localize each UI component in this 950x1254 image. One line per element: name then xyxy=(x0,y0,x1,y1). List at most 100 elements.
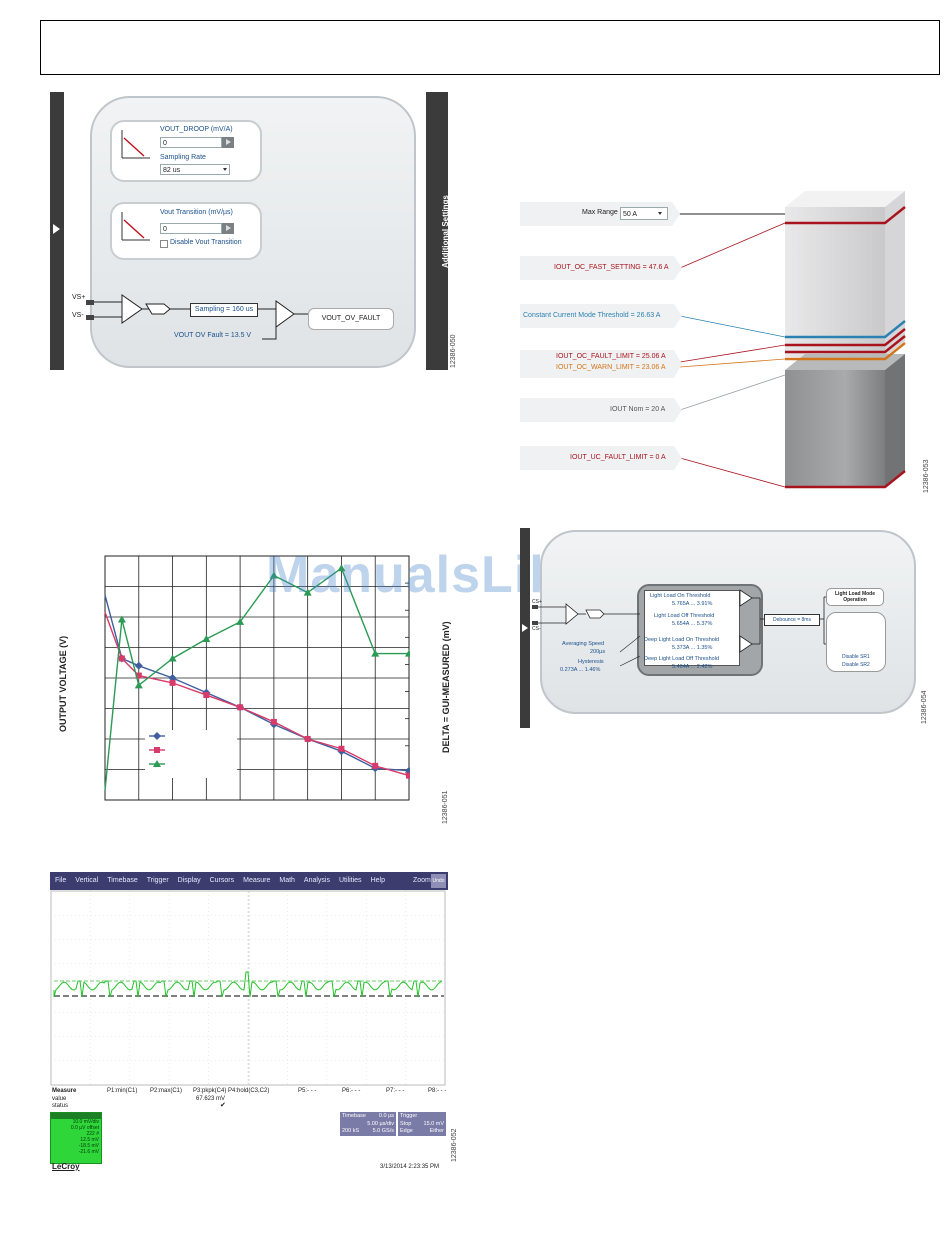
ll-off-value: 5.654A ... 5.37% xyxy=(672,621,713,627)
figure-current-limits: Max Range 50 A IOUT_OC_FAST_SETTING = 47… xyxy=(520,185,940,495)
menu-cursors[interactable]: Cursors xyxy=(209,877,235,884)
nom-flag xyxy=(520,398,682,422)
sampling-box: Sampling = 160 us xyxy=(190,303,258,317)
figure-vout-chart: OUTPUT VOLTAGE (V) DELTA = GUI-MEASURED … xyxy=(50,550,451,830)
menu-timebase[interactable]: Timebase xyxy=(107,877,138,884)
measure-p3[interactable]: P3:pkpk(C4) xyxy=(193,1088,227,1094)
undo-button[interactable]: Undo xyxy=(431,874,446,888)
data-point-square xyxy=(270,718,277,725)
legend-marker xyxy=(153,760,161,767)
droop-label: VOUT_DROOP (mV/A) xyxy=(160,126,233,133)
measure-p2[interactable]: P2:max(C1) xyxy=(150,1088,183,1094)
zoom-button[interactable]: Zoom xyxy=(413,877,431,884)
vs-plus-label: VS+ xyxy=(72,294,86,301)
data-point-square xyxy=(203,692,210,699)
droop-input[interactable]: 0 xyxy=(160,137,222,148)
sampling-rate-label: Sampling Rate xyxy=(160,154,206,161)
menu-file[interactable]: File xyxy=(55,877,67,884)
measure-p8[interactable]: P8:- - - xyxy=(428,1088,447,1094)
data-point-triangle xyxy=(168,654,177,662)
fast-setting-label: IOUT_OC_FAST_SETTING = 47.6 A xyxy=(554,264,669,271)
timebase-delay: 0.0 µs xyxy=(378,1113,394,1119)
dll-off-label: Deep Light Load Off Threshold xyxy=(644,656,720,662)
page-header-box xyxy=(40,20,940,75)
measure-p6[interactable]: P6:- - - xyxy=(342,1088,361,1094)
transition-graph-icon xyxy=(121,212,150,241)
timebase-box[interactable]: Timebase 0.0 µs 5.00 µs/div 200 kS 5.0 G… xyxy=(340,1112,396,1136)
measure-p5[interactable]: P5:- - - xyxy=(298,1088,317,1094)
droop-graph-icon xyxy=(121,130,150,159)
measure-p4[interactable]: P4:hold(C3,C2) xyxy=(228,1088,270,1094)
dll-on-value: 5.373A ... 1.35% xyxy=(672,645,713,651)
channel-line: 12.5 mV xyxy=(80,1137,99,1143)
trigger-level: 15.0 mV xyxy=(423,1121,444,1127)
ov-fault-label: VOUT OV Fault = 13.5 V xyxy=(174,332,252,339)
avg-speed-value: 200µs xyxy=(590,649,606,655)
additional-settings-bar[interactable]: Additional Settings xyxy=(426,92,450,370)
scope-display xyxy=(50,890,446,1086)
left-expand-bar[interactable] xyxy=(520,528,530,728)
check-icon: ✔ xyxy=(220,1102,226,1109)
menu-display[interactable]: Display xyxy=(177,877,201,884)
nom-label: IOUT Nom = 20 A xyxy=(610,406,666,413)
transition-input[interactable]: 0 xyxy=(160,223,222,234)
chevron-down-icon xyxy=(223,168,227,171)
transition-apply-button[interactable] xyxy=(222,223,234,234)
figure-id: 12386-054 xyxy=(921,690,928,724)
vout-signal-chain xyxy=(86,294,308,340)
trigger-box[interactable]: Trigger Stop 15.0 mV Edge Either xyxy=(398,1112,446,1136)
data-point-square xyxy=(338,745,345,752)
timebase-title: Timebase xyxy=(342,1113,366,1119)
data-point-square xyxy=(237,704,244,711)
pkpk-value: 67.623 mV xyxy=(196,1096,226,1102)
data-point-triangle xyxy=(405,649,410,657)
brand-logo: LeCroy xyxy=(52,1162,80,1171)
data-point-square xyxy=(304,736,311,742)
channel-line: 10.0 mV/div xyxy=(72,1119,99,1125)
menu-help[interactable]: Help xyxy=(370,877,385,884)
status-label: status xyxy=(52,1103,69,1109)
data-point-triangle xyxy=(134,681,143,689)
data-point-square xyxy=(406,772,410,779)
menu-math[interactable]: Math xyxy=(279,877,295,884)
measure-label: Measure xyxy=(52,1088,77,1094)
channel-box[interactable]: 10.0 mV/div 0.0 µV offset 222 # 12.5 mV … xyxy=(50,1112,102,1164)
scope-menu-bar: File Vertical Timebase Trigger Display C… xyxy=(50,872,448,890)
channel-line: -21.6 mV xyxy=(78,1149,99,1155)
measure-p1[interactable]: P1:min(C1) xyxy=(107,1088,138,1094)
figure-id: 12386-052 xyxy=(451,1128,458,1162)
debounce-box: Debounce = 8ms xyxy=(764,614,820,626)
figure-id: 12386-051 xyxy=(442,790,449,824)
droop-apply-button[interactable] xyxy=(222,137,234,148)
menu-measure[interactable]: Measure xyxy=(243,877,271,884)
menu-trigger[interactable]: Trigger xyxy=(146,877,169,884)
legend-marker xyxy=(153,732,161,740)
menu-utilities[interactable]: Utilities xyxy=(339,877,362,884)
warn-limit-label: IOUT_OC_WARN_LIMIT = 23.06 A xyxy=(556,364,666,371)
legend-box xyxy=(145,730,237,778)
data-point-triangle xyxy=(236,617,245,625)
max-range-select[interactable]: 50 A xyxy=(620,207,668,220)
menu-vertical[interactable]: Vertical xyxy=(75,877,99,884)
timebase-div: 5.00 µs/div xyxy=(367,1121,394,1127)
sampling-rate-select[interactable]: 82 us xyxy=(160,164,230,175)
disable-transition-checkbox[interactable] xyxy=(160,240,168,248)
channel-line: 0.0 µV offset xyxy=(70,1125,99,1131)
channel-line: -18.5 mV xyxy=(78,1143,99,1149)
ov-fault-box: VOUT_OV_FAULT xyxy=(308,308,394,330)
data-point-triangle xyxy=(371,649,380,657)
disable-sr2-label: Disable SR2 xyxy=(842,662,870,668)
cs-minus-label: CS- xyxy=(532,626,541,632)
left-expand-bar[interactable] xyxy=(50,92,64,370)
play-icon xyxy=(226,139,231,145)
data-point-triangle xyxy=(337,564,346,572)
play-icon xyxy=(226,225,231,231)
uc-fault-label: IOUT_UC_FAULT_LIMIT = 0 A xyxy=(570,454,666,461)
cc-threshold-flag xyxy=(520,304,682,328)
menu-analysis[interactable]: Analysis xyxy=(303,877,330,884)
timestamp: 3/13/2014 2:23:35 PM xyxy=(380,1164,440,1170)
expand-arrow-icon xyxy=(522,624,528,632)
measure-p7[interactable]: P7:- - - xyxy=(386,1088,405,1094)
threshold-inner xyxy=(644,590,740,666)
dll-off-value: 5.464A ... 2.42% xyxy=(672,664,713,670)
